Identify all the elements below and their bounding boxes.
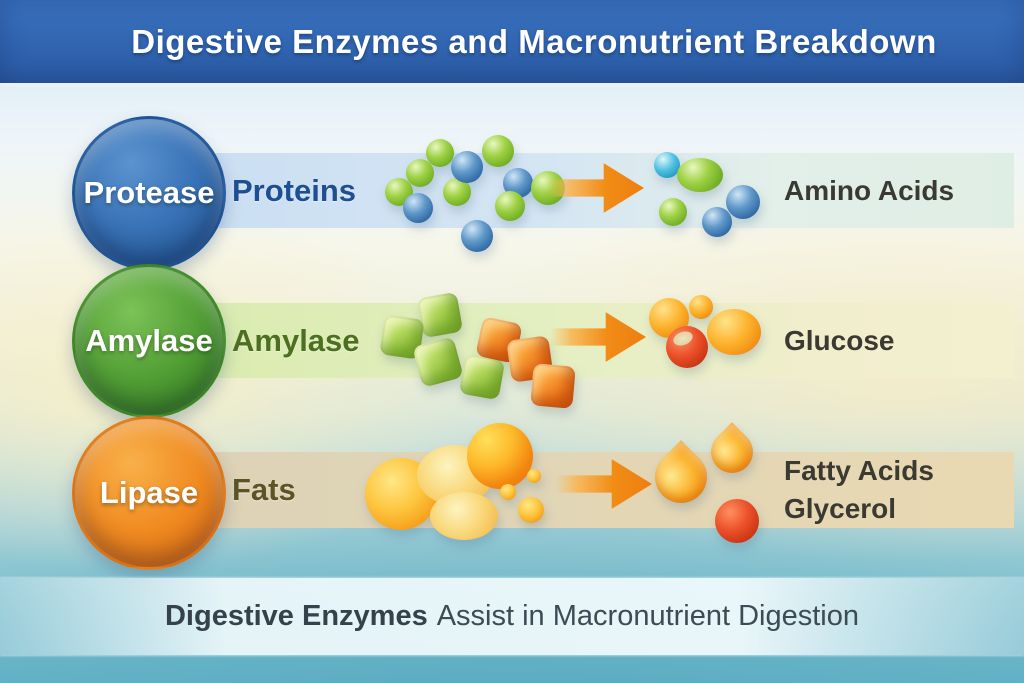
molecule-sphere-green xyxy=(406,159,434,187)
product-line: Glucose xyxy=(784,324,895,356)
product-label-fatty-acids-glycerol: Fatty Acids Glycerol xyxy=(784,452,934,528)
starch-cube-green xyxy=(458,353,506,401)
starch-cube-orange xyxy=(530,363,576,409)
amino-acid-spheres-icon xyxy=(650,148,775,243)
oil-droplet-icon xyxy=(702,422,762,482)
molecule-sphere-green xyxy=(659,198,687,226)
molecule-sphere-orange xyxy=(707,309,761,355)
fat-globule xyxy=(430,492,498,540)
molecule-sphere-green xyxy=(482,135,514,167)
enzyme-circle-protease: Protease xyxy=(72,116,226,270)
product-line: Amino Acids xyxy=(784,174,955,206)
product-line: Fatty Acids xyxy=(784,455,934,486)
product-label-amino-acids: Amino Acids xyxy=(784,153,954,228)
glucose-spheres-icon xyxy=(645,293,765,378)
fatty-acid-droplets-icon xyxy=(644,422,780,548)
molecule-sphere-blue xyxy=(403,193,433,223)
enzyme-label-amylase: Amylase xyxy=(85,323,213,358)
molecule-sphere-blue xyxy=(461,220,493,252)
fat-globules-icon xyxy=(362,420,572,555)
enzyme-label-protease: Protease xyxy=(83,175,215,210)
fat-droplet-small xyxy=(527,469,541,483)
product-label-glucose: Glucose xyxy=(784,303,894,378)
header-banner: Digestive Enzymes and Macronutrient Brea… xyxy=(0,0,1024,83)
protein-sphere-chain-icon xyxy=(385,128,575,258)
substrate-label-amylase: Amylase xyxy=(232,322,360,358)
molecule-sphere-blue xyxy=(726,185,760,219)
molecule-sphere-blue xyxy=(702,207,732,237)
product-line: Glycerol xyxy=(784,493,897,524)
footer-caption-highlight: Digestive Enzymes xyxy=(164,600,428,632)
molecule-sphere-green xyxy=(426,139,454,167)
molecule-sphere-red xyxy=(666,326,708,368)
fat-globule xyxy=(467,423,533,489)
footer-banner: Digestive Enzymes Assist in Macronutrien… xyxy=(0,578,1024,655)
enzyme-circle-lipase: Lipase xyxy=(72,416,226,570)
starch-cube-green xyxy=(416,291,464,339)
substrate-label-proteins: Proteins xyxy=(232,172,357,208)
substrate-label-fats: Fats xyxy=(232,471,296,507)
molecule-sphere-green xyxy=(495,191,525,221)
starch-cube-green xyxy=(412,336,464,388)
molecule-sphere-cyan xyxy=(654,152,680,178)
fat-droplet-small xyxy=(518,497,544,523)
molecule-sphere-blue xyxy=(451,151,483,183)
starch-cubes-icon xyxy=(379,291,582,413)
enzyme-label-lipase: Lipase xyxy=(99,475,199,510)
molecule-sphere-green xyxy=(677,158,723,192)
molecule-sphere-red xyxy=(715,499,759,543)
fat-droplet-small xyxy=(500,484,516,500)
page-title: Digestive Enzymes and Macronutrient Brea… xyxy=(131,23,937,60)
enzyme-circle-amylase: Amylase xyxy=(72,264,226,418)
molecule-sphere-orange xyxy=(689,295,713,319)
sphere-highlight xyxy=(671,328,695,349)
footer-caption-text: Assist in Macronutrient Digestion xyxy=(436,600,860,632)
oil-droplet-icon xyxy=(644,440,718,514)
